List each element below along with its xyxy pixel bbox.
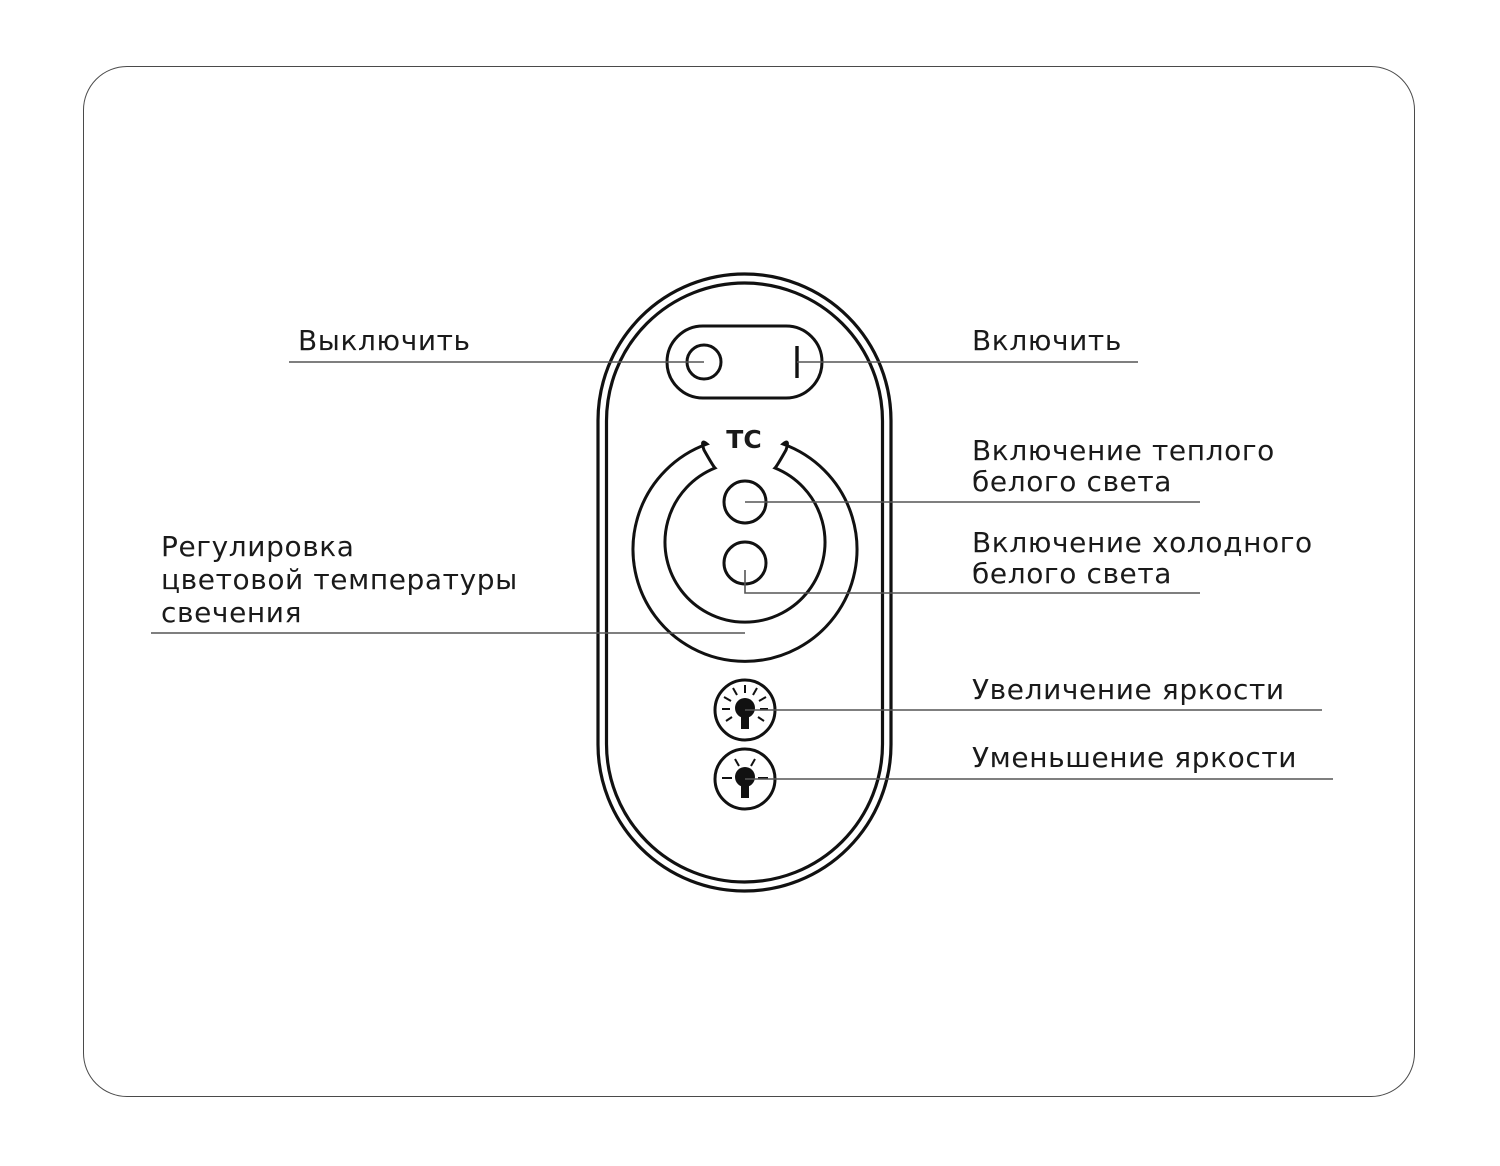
diagram-frame (83, 66, 1415, 1097)
leader-cold (744, 570, 1200, 594)
color-temp-ring[interactable] (631, 440, 859, 663)
label-warm-line-1: Включение теплого (972, 434, 1275, 467)
remote-body (596, 272, 893, 893)
label-brightness-down: Уменьшение яркости (972, 742, 1297, 773)
label-off-text: Выключить (298, 324, 471, 357)
label-warm-line-2: белого света (972, 465, 1173, 498)
label-color-temp: Регулировка цветовой температуры свечени… (161, 530, 518, 629)
label-color-temp-line-1: Регулировка (161, 530, 355, 563)
logo-tc: TC (726, 425, 761, 454)
label-brightness-down-text: Уменьшение яркости (972, 741, 1298, 774)
bright-bulb-icon (722, 685, 768, 722)
label-cold-line-2: белого света (972, 557, 1173, 590)
label-on: Включить (972, 325, 1122, 356)
label-color-temp-line-3: свечения (161, 596, 303, 629)
label-off: Выключить (298, 325, 471, 356)
label-brightness-up: Увеличение яркости (972, 674, 1285, 705)
label-warm-white: Включение теплого белого света (972, 435, 1275, 497)
label-brightness-up-text: Увеличение яркости (972, 673, 1285, 706)
leader-lines (151, 361, 1333, 780)
label-on-text: Включить (972, 324, 1122, 357)
label-cold-white: Включение холодного белого света (972, 527, 1313, 589)
dim-bulb-icon (722, 758, 768, 779)
label-cold-line-1: Включение холодного (972, 526, 1313, 559)
label-color-temp-line-2: цветовой температуры (161, 563, 518, 596)
